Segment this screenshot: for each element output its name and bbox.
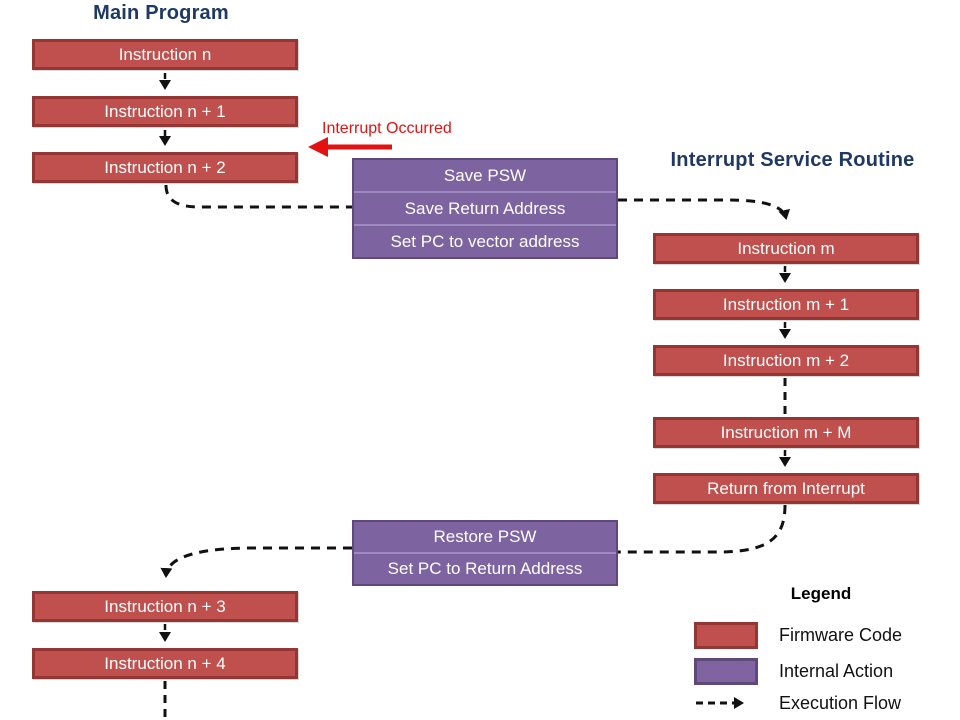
connector-to-resume [160,546,352,578]
connector-to-save-stack [164,184,352,209]
connector-to-restore-stack [618,504,787,554]
connector-to-isr [618,198,791,220]
